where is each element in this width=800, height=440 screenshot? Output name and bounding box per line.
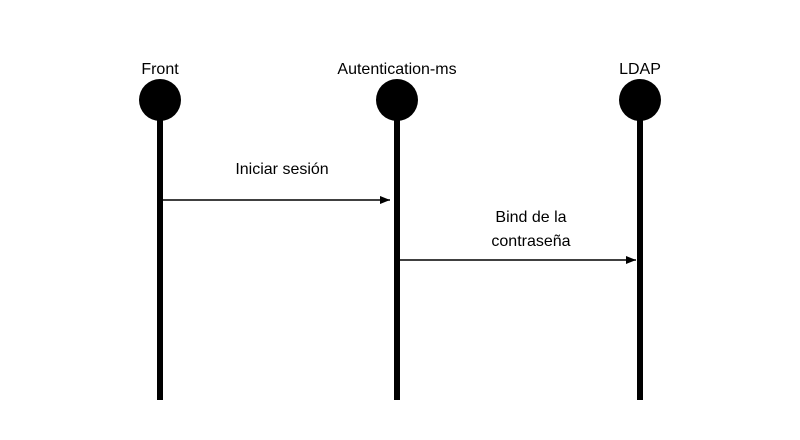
participant-label-autentication-ms: Autentication-ms	[337, 61, 456, 78]
participant-ldap: LDAP	[619, 61, 661, 400]
message-label-bind-line1: Bind de la	[495, 209, 566, 226]
message-bind-contrasena: Bind de la contraseña	[400, 209, 636, 264]
participant-autentication-ms: Autentication-ms	[337, 61, 457, 400]
participant-label-ldap: LDAP	[619, 61, 661, 78]
message-iniciar-sesion: Iniciar sesión	[163, 161, 390, 204]
participant-label-front: Front	[141, 61, 179, 78]
message-label-bind-line2: contraseña	[491, 233, 570, 250]
message-label-iniciar-sesion: Iniciar sesión	[235, 161, 328, 178]
participant-front: Front	[139, 61, 181, 400]
